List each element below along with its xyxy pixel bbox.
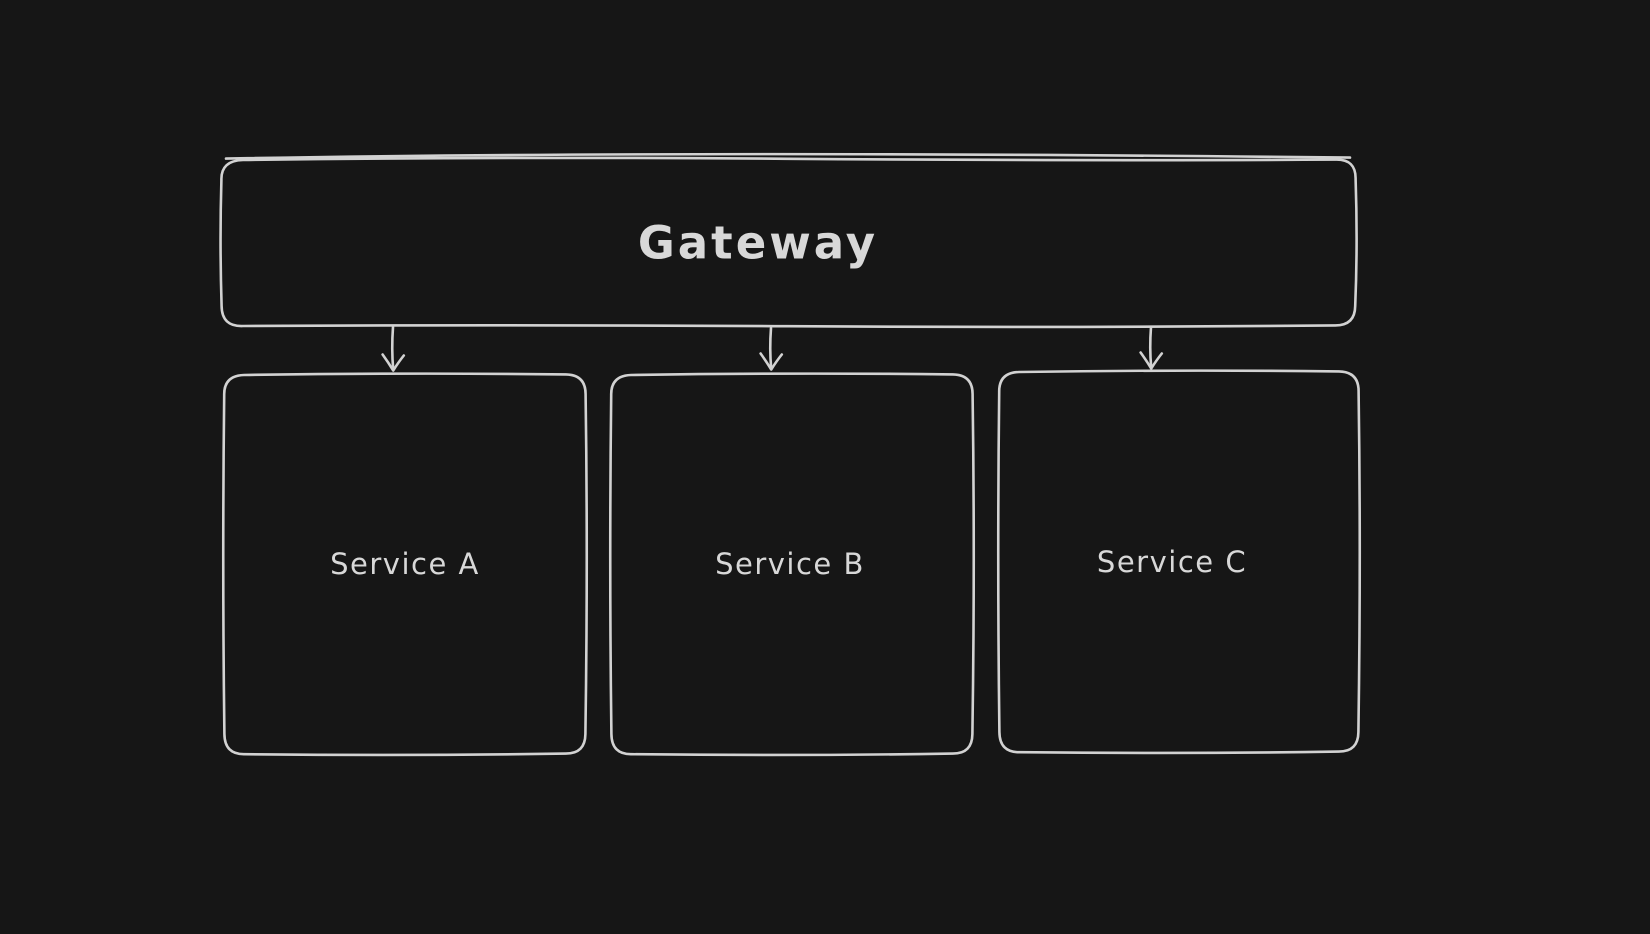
arrow-gateway-to-service-b[interactable] xyxy=(759,326,784,371)
arrow-shaft xyxy=(390,325,395,371)
arrow-gateway-to-service-c[interactable] xyxy=(1139,325,1164,370)
service-b-node[interactable]: Service B xyxy=(608,372,976,757)
arrow-shaft xyxy=(1148,325,1153,369)
arrowhead-icon xyxy=(759,352,784,371)
service-a-box-outline xyxy=(221,372,589,757)
service-a-label: Service A xyxy=(330,547,480,581)
arrow-shaft xyxy=(768,326,773,370)
service-b-box-outline xyxy=(608,372,976,757)
arrowhead-icon xyxy=(1139,351,1164,370)
service-a-node[interactable]: Service A xyxy=(221,372,589,757)
service-c-label: Service C xyxy=(1097,545,1247,579)
service-c-box-outline xyxy=(996,369,1362,755)
service-b-label: Service B xyxy=(715,547,865,581)
gateway-box-sketch-overdraw xyxy=(224,152,1352,160)
service-c-node[interactable]: Service C xyxy=(996,369,1362,755)
gateway-box-outline xyxy=(219,156,1358,329)
arrow-gateway-to-service-a[interactable] xyxy=(381,325,406,372)
gateway-label: Gateway xyxy=(638,217,878,270)
gateway-node[interactable]: Gateway xyxy=(219,152,1358,329)
arrowhead-icon xyxy=(381,353,406,372)
